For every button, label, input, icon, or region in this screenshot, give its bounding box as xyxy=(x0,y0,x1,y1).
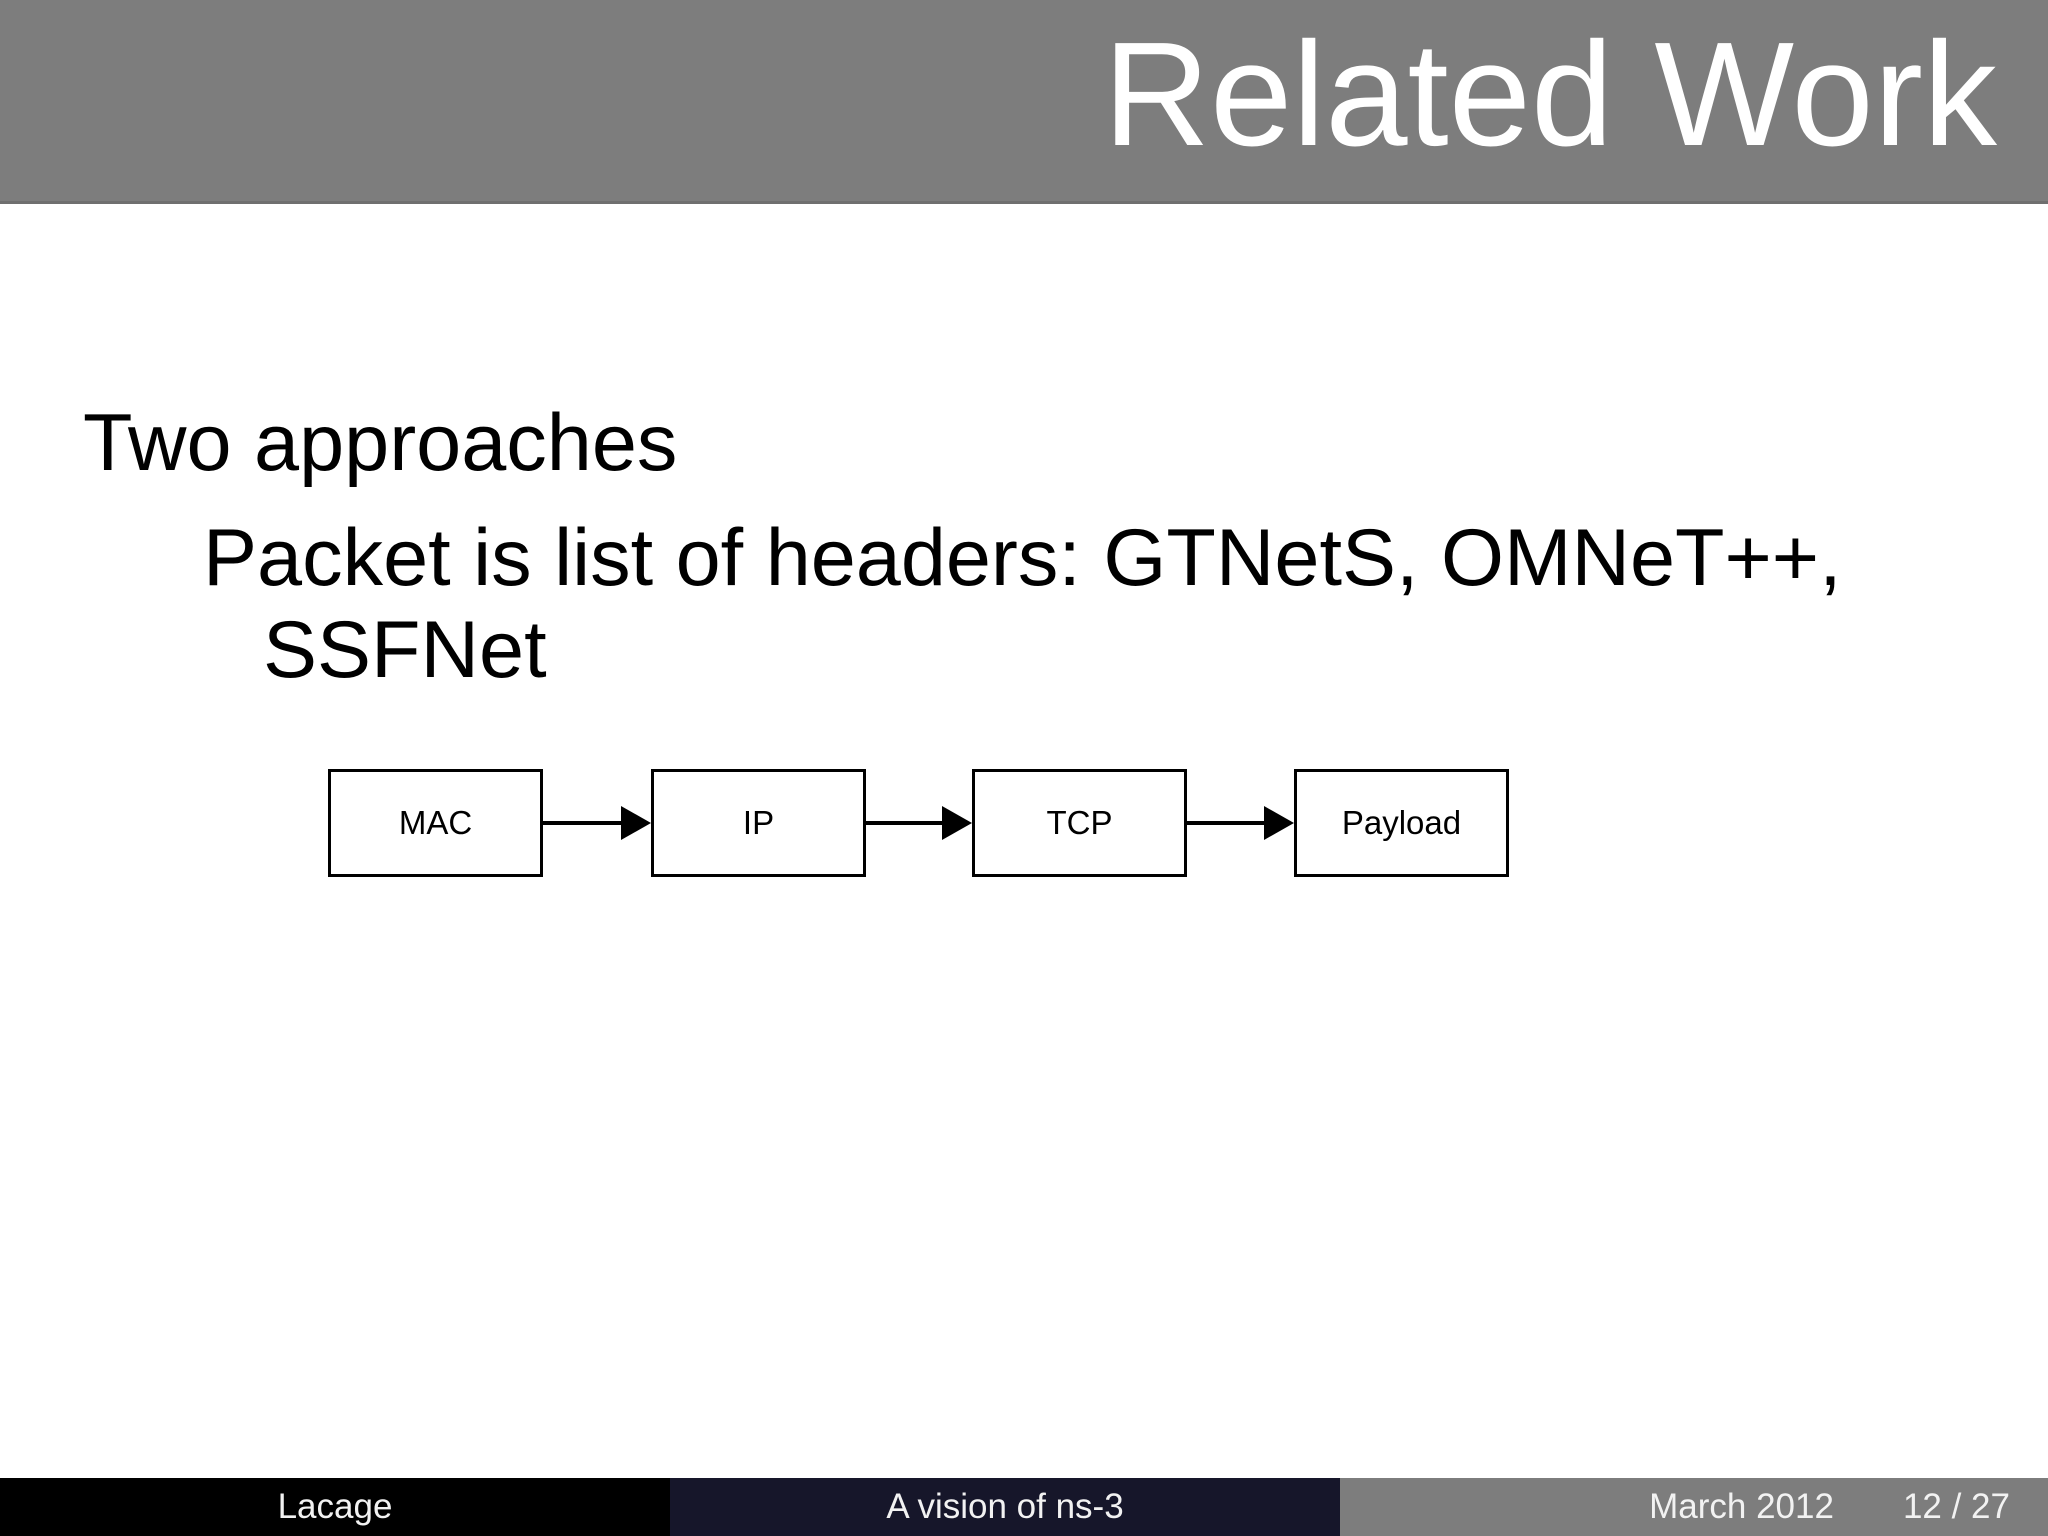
packet-node-ip-label: IP xyxy=(742,804,775,841)
header-bar: Related Work xyxy=(0,0,2048,204)
footer-title-segment: A vision of ns-3 xyxy=(670,1478,1340,1536)
packet-node-tcp: TCP xyxy=(972,769,1187,877)
packet-node-ip: IP xyxy=(651,769,866,877)
arrow-tcp-payload-line xyxy=(1187,821,1264,825)
footer-bar: Lacage A vision of ns-3 March 2012 12 / … xyxy=(0,1478,2048,1536)
body-heading: Two approaches xyxy=(83,398,678,488)
arrow-mac-ip-line xyxy=(543,821,621,825)
packet-node-mac-label: MAC xyxy=(398,804,473,841)
footer-talk-title: A vision of ns-3 xyxy=(886,1487,1124,1526)
slide-title: Related Work xyxy=(1103,12,1997,177)
packet-node-payload: Payload xyxy=(1294,769,1509,877)
packet-node-payload-label: Payload xyxy=(1341,804,1462,841)
body-item-line-2: SSFNet xyxy=(263,605,547,695)
arrow-ip-tcp-line xyxy=(866,821,942,825)
footer-author-label: Lacage xyxy=(277,1487,393,1526)
arrow-right-icon xyxy=(621,806,651,840)
body-item-line-1: Packet is list of headers: GTNetS, OMNeT… xyxy=(203,513,1842,603)
packet-node-mac: MAC xyxy=(328,769,543,877)
footer-date: March 2012 xyxy=(1649,1487,1834,1526)
packet-node-tcp-label: TCP xyxy=(1046,804,1113,841)
footer-meta-segment: March 2012 12 / 27 xyxy=(1340,1478,2048,1536)
footer-author-segment: Lacage xyxy=(0,1478,670,1536)
footer-page-number: 12 / 27 xyxy=(1902,1487,2010,1526)
arrow-right-icon xyxy=(1264,806,1294,840)
arrow-right-icon xyxy=(942,806,972,840)
